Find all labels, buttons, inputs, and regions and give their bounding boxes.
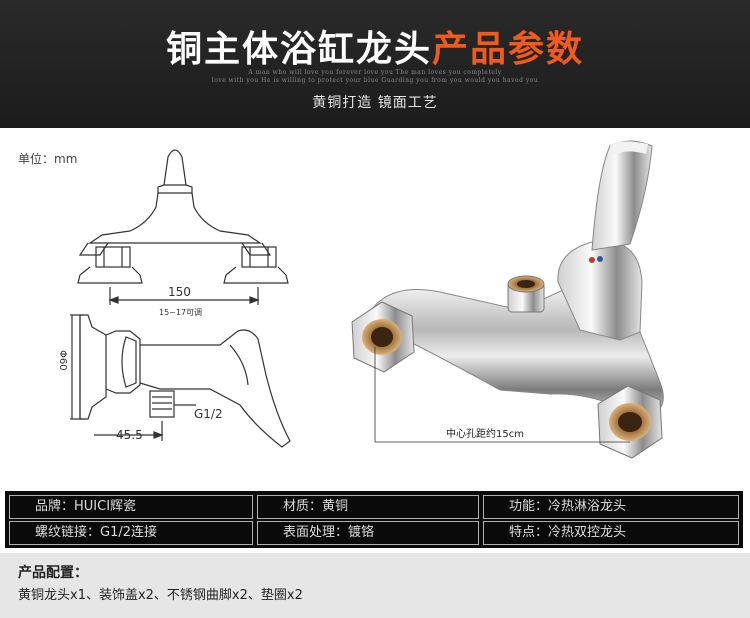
- header-banner: 铜主体浴缸龙头产品参数 A man who will love you fore…: [0, 0, 750, 128]
- dimension-diameter: Φ60: [57, 350, 68, 371]
- config-title: 产品配置：: [18, 565, 88, 581]
- faucet-product-image: [351, 140, 664, 459]
- spec-feature: 特点：冷热双控龙头: [483, 521, 739, 545]
- dimension-thread: G1/2: [194, 407, 223, 421]
- page-title: 铜主体浴缸龙头产品参数: [0, 20, 750, 72]
- dimension-adjust: 15~17可调: [159, 308, 203, 317]
- spec-table: 品牌：HUICI辉瓷 材质：黄铜 功能：冷热淋浴龙头 螺纹链接：G1/2连接 表…: [5, 491, 743, 548]
- spec-brand: 品牌：HUICI辉瓷: [9, 495, 253, 519]
- tagline-en-1: A man who will love you forever love you…: [248, 69, 502, 76]
- technical-drawing: [70, 149, 291, 448]
- tagline-en-2: love with you He is willing to protect y…: [211, 77, 539, 84]
- title-main: 铜主体浴缸龙头: [165, 29, 432, 70]
- spec-thread: 螺纹链接：G1/2连接: [9, 521, 253, 545]
- config-section: 产品配置： 黄铜龙头x1、装饰盖x2、不锈钢曲脚x2、垫圈x2: [0, 553, 750, 618]
- spec-function: 功能：冷热淋浴龙头: [483, 495, 739, 519]
- spec-finish: 表面处理：镀铬: [257, 521, 479, 545]
- center-distance-label: 中心孔距约15cm: [446, 429, 524, 440]
- title-accent: 产品参数: [432, 29, 585, 70]
- dimension-45-5: 45.5: [116, 428, 143, 442]
- config-items: 黄铜龙头x1、装饰盖x2、不锈钢曲脚x2、垫圈x2: [18, 588, 303, 603]
- spec-material: 材质：黄铜: [257, 495, 479, 519]
- unit-label: 单位：mm: [18, 152, 78, 166]
- dimension-150: 150: [168, 285, 191, 299]
- subtitle: 黄铜打造 镜面工艺: [312, 95, 438, 111]
